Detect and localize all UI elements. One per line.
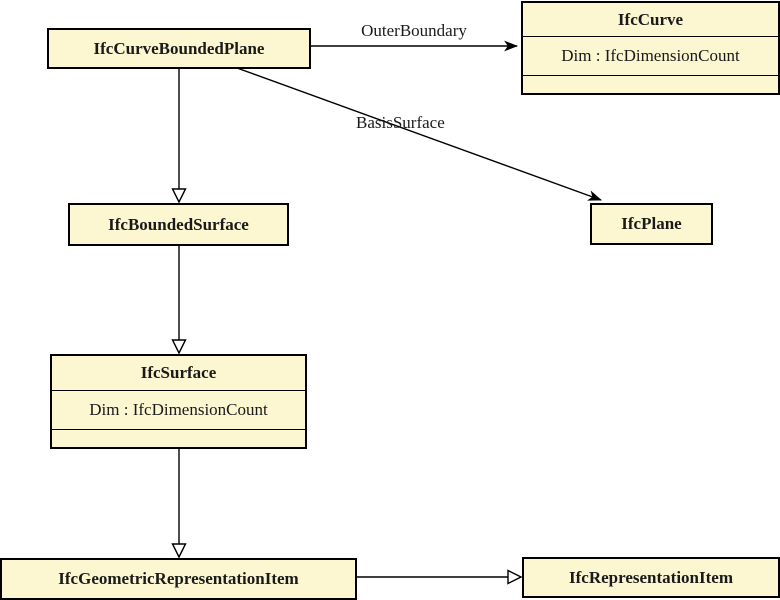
class-title: IfcCurve <box>617 9 684 29</box>
class-title: IfcRepresentationItem <box>569 567 733 587</box>
class-ifc-curve[interactable]: IfcCurve Dim : IfcDimensionCount <box>521 1 780 95</box>
class-ifc-surface[interactable]: IfcSurface Dim : IfcDimensionCount <box>50 354 307 449</box>
class-title: IfcGeometricRepresentationItem <box>58 569 299 588</box>
generalization-arrowhead-georepitem <box>171 543 187 559</box>
class-attribute-dim: Dim : IfcDimensionCount <box>523 36 778 76</box>
class-title: IfcCurveBoundedPlane <box>93 38 265 58</box>
class-ifc-representation-item[interactable]: IfcRepresentationItem <box>522 557 780 598</box>
generalization-arrowhead-repitem <box>507 569 523 585</box>
class-ifc-curve-bounded-plane[interactable]: IfcCurveBoundedPlane <box>47 28 311 69</box>
class-ifc-plane[interactable]: IfcPlane <box>590 203 713 245</box>
class-title: IfcBoundedSurface <box>108 214 249 234</box>
class-title: IfcSurface <box>140 363 217 382</box>
class-attribute-dim: Dim : IfcDimensionCount <box>52 390 305 430</box>
generalization-arrowhead-boundedsurface <box>171 188 187 204</box>
class-ifc-geometric-representation-item[interactable]: IfcGeometricRepresentationItem <box>0 558 357 600</box>
generalization-arrowhead-surface <box>171 339 187 355</box>
class-empty-compartment <box>523 76 778 93</box>
basis-surface-association-line <box>236 67 603 201</box>
class-title: IfcPlane <box>621 214 682 233</box>
basis-surface-edge-label: BasisSurface <box>356 113 445 132</box>
outer-boundary-edge-label: OuterBoundary <box>361 21 467 40</box>
class-ifc-bounded-surface[interactable]: IfcBoundedSurface <box>68 203 289 246</box>
class-empty-compartment <box>52 430 305 447</box>
